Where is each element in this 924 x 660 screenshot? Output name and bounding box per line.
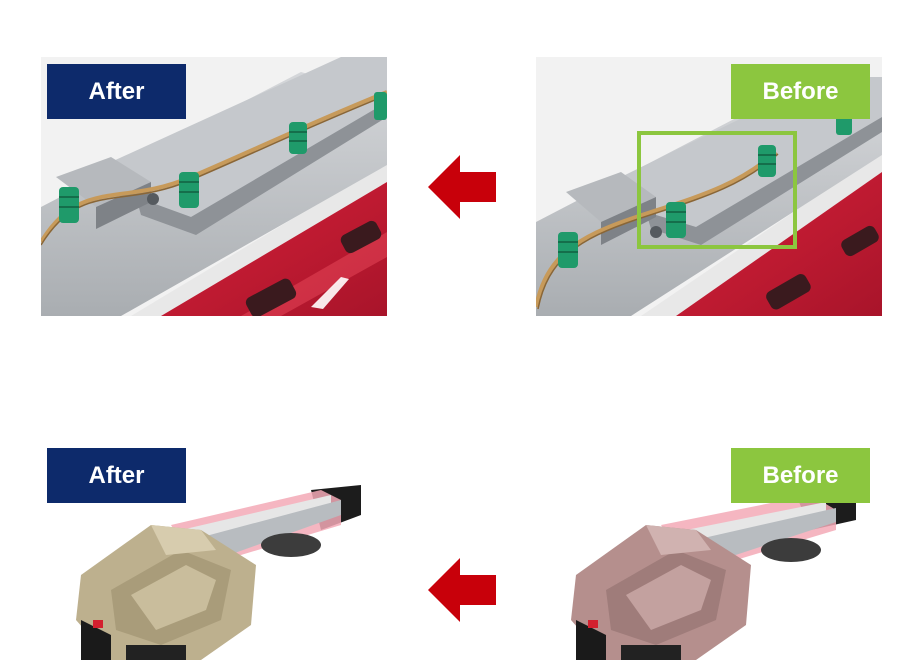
highlight-box — [637, 131, 797, 249]
before-label-top: Before — [731, 64, 870, 119]
photo-bottom-before — [536, 470, 876, 660]
after-label-top: After — [47, 64, 186, 119]
arrow-left-icon — [428, 558, 496, 622]
photo-top-after — [41, 57, 387, 316]
after-label-bottom: After — [47, 448, 186, 503]
photo-bottom-after — [41, 470, 381, 660]
before-label-bottom: Before — [731, 448, 870, 503]
arrow-left-icon — [428, 155, 496, 219]
